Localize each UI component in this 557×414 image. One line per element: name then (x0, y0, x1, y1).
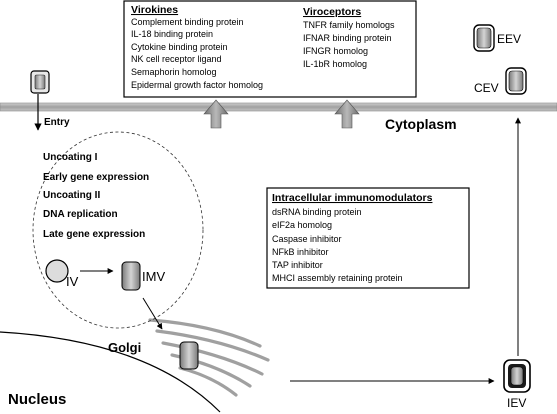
viroceptor-item: IL-1bR homolog (303, 59, 367, 69)
entry-virion (30, 70, 50, 94)
golgi-virion (179, 341, 199, 370)
imv-virion (121, 261, 141, 291)
replication-step: DNA replication (43, 209, 118, 220)
virokine-item: Semaphorin homolog (131, 67, 217, 77)
virokine-item: NK cell receptor ligand (131, 54, 222, 64)
entry-label: Entry (44, 117, 70, 128)
imv-label: IMV (142, 269, 165, 284)
replication-step: Uncoating II (43, 190, 100, 201)
intracellular-group: Intracellular immunomodulators dsRNA bin… (272, 192, 433, 283)
viroceptors-title: Viroceptors (303, 6, 361, 18)
viroceptors-group: Viroceptors TNFR family homologs IFNAR b… (303, 6, 395, 69)
viroceptor-item: IFNAR binding protein (303, 33, 392, 43)
nucleus-outline (0, 331, 221, 413)
viroceptor-item: IFNGR homolog (303, 46, 368, 56)
imv-to-golgi-arrow (142, 297, 163, 330)
virus-factory (32, 131, 204, 329)
cev-label: CEV (474, 81, 499, 95)
golgi-apparatus (148, 318, 270, 397)
intracellular-item: NFkB inhibitor (272, 247, 329, 257)
secretion-arrow (334, 99, 360, 129)
cytoplasm-label: Cytoplasm (385, 116, 457, 132)
iev-label: IEV (507, 396, 526, 410)
intracellular-title: Intracellular immunomodulators (272, 192, 433, 204)
intracellular-item: eIF2a homolog (272, 220, 332, 230)
virokine-item: Cytokine binding protein (131, 42, 228, 52)
secretion-arrow (203, 99, 229, 129)
viroceptor-item: TNFR family homologs (303, 20, 395, 30)
cell-membrane (0, 102, 557, 112)
iev-virion (503, 359, 531, 393)
intracellular-item: Caspase inhibitor (272, 234, 342, 244)
replication-step: Early gene expression (43, 172, 149, 183)
golgi-label: Golgi (108, 340, 141, 355)
replication-steps: Uncoating I Early gene expression Uncoat… (43, 152, 149, 240)
intracellular-box (266, 187, 470, 289)
nucleus-label: Nucleus (8, 391, 66, 408)
virokine-item: Epidermal growth factor homolog (131, 80, 263, 90)
virokine-item: Complement binding protein (131, 17, 244, 27)
eev-label: EEV (497, 32, 521, 46)
replication-step: Uncoating I (43, 152, 98, 163)
virokines-title: Virokines (131, 4, 178, 16)
virokine-item: IL-18 binding protein (131, 29, 213, 39)
intracellular-item: MHCI assembly retaining protein (272, 273, 403, 283)
intracellular-item: TAP inhibitor (272, 260, 323, 270)
eev-virion (473, 24, 495, 52)
virokines-group: Virokines Complement binding protein IL-… (131, 4, 263, 90)
iv-particle (45, 259, 69, 283)
iv-label: IV (66, 274, 79, 289)
replication-step: Late gene expression (43, 229, 145, 240)
intracellular-item: dsRNA binding protein (272, 207, 362, 217)
cev-virion (505, 67, 527, 95)
secreted-factors-box (123, 0, 417, 98)
